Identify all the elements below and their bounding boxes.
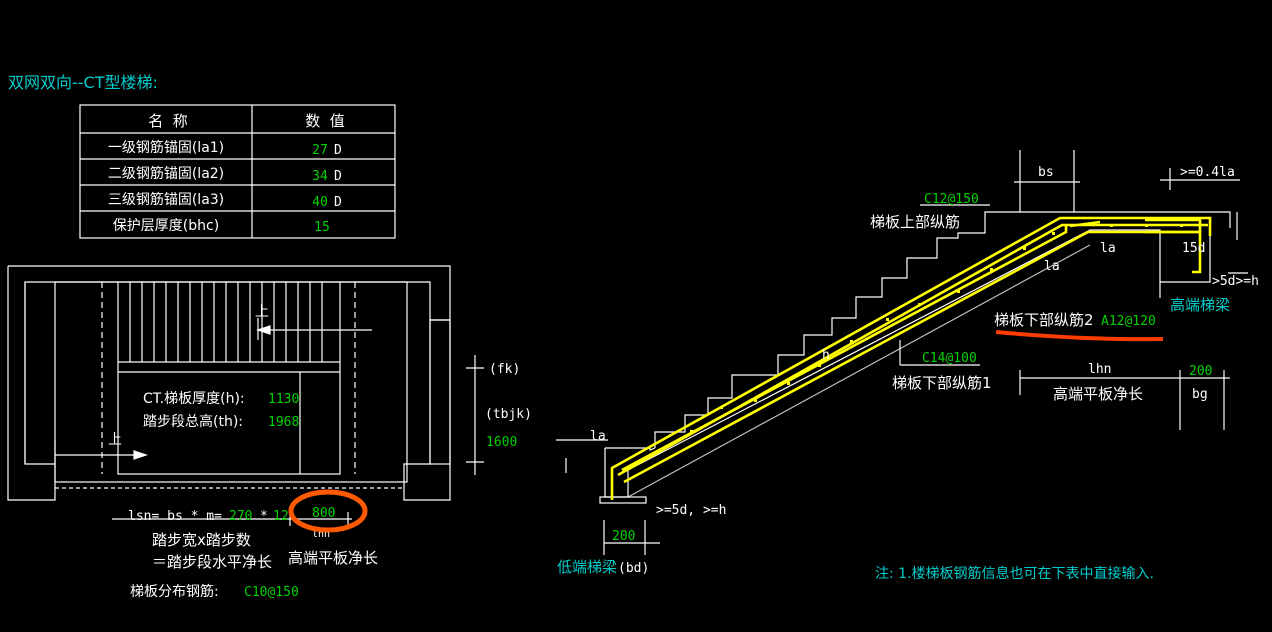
table-row-value[interactable]: 15 xyxy=(314,220,330,235)
d5h-left: >=5d, >=h xyxy=(656,503,726,518)
high-beam-label: 高端梯梁 xyxy=(1170,296,1230,314)
section-high-flat-label: 高端平板净长 xyxy=(1053,385,1143,403)
plan-note-line2: ＝踏步段水平净长 xyxy=(152,553,272,571)
table-row-name: 保护层厚度(bhc) xyxy=(113,218,219,234)
thickness-label: CT.梯板厚度(h): xyxy=(143,391,245,407)
times-sign: * xyxy=(260,509,268,524)
bs-label: bs xyxy=(1038,165,1054,180)
high-flat-label: 高端平板净长 xyxy=(288,549,378,567)
param-table xyxy=(79,104,396,239)
lsn-formula: lsn= bs * m= xyxy=(128,509,222,524)
tbjk-label: (tbjk) xyxy=(485,407,532,422)
tbjk-value[interactable]: 1600 xyxy=(486,435,517,450)
height-value[interactable]: 1968 xyxy=(268,415,299,430)
footnote: 注: 1.楼梯板钢筋信息也可在下表中直接输入. xyxy=(875,565,1154,582)
bd-label: (bd) xyxy=(618,561,649,576)
table-row-name: 一级钢筋锚固(la1) xyxy=(108,139,224,156)
lower-bar2-label: 梯板下部纵筋2 xyxy=(994,311,1094,329)
table-row-name: 二级钢筋锚固(la2) xyxy=(108,165,224,182)
la-top: la xyxy=(1100,241,1116,256)
rebar-dots xyxy=(690,224,1183,433)
table-row-value[interactable]: 34 xyxy=(312,169,328,184)
anchor-04la: >=0.4la xyxy=(1180,165,1235,180)
bd-value[interactable]: 200 xyxy=(612,529,635,544)
h-label: h xyxy=(822,348,830,363)
table-row-unit: D xyxy=(334,195,342,210)
lower-bar2-spec[interactable]: A12@120 xyxy=(1101,314,1156,329)
table-row-value[interactable]: 40 xyxy=(312,195,328,210)
thickness-value[interactable]: 1130 xyxy=(268,392,299,407)
la-left: la xyxy=(590,429,606,444)
bs-value[interactable]: 270 xyxy=(229,509,252,524)
bg-label: bg xyxy=(1192,387,1208,402)
table-header-name: 名 称 xyxy=(148,112,188,130)
upper-bar-label: 梯板上部纵筋 xyxy=(870,213,960,231)
d15-label: 15d xyxy=(1182,241,1205,256)
drawing-title: 双网双向--CT型楼梯: xyxy=(8,73,158,92)
lower-bar1-label: 梯板下部纵筋1 xyxy=(892,374,992,392)
stair-section-view xyxy=(556,150,1248,555)
m-value[interactable]: 12 xyxy=(273,509,289,524)
lhn-value[interactable]: 800 xyxy=(312,506,335,521)
up-label: 上 xyxy=(255,304,269,320)
la-mid: la xyxy=(1044,259,1060,274)
highlight-underline xyxy=(995,330,1164,342)
height-label: 踏步段总高(th): xyxy=(143,413,243,430)
up-label: 上 xyxy=(108,432,122,448)
lhn-label: lhn xyxy=(312,529,330,540)
rebar-lines xyxy=(610,216,1212,500)
bg-value[interactable]: 200 xyxy=(1189,364,1212,379)
table-row-unit: D xyxy=(334,143,342,158)
d5h-right: >5d>=h xyxy=(1212,274,1259,289)
upper-bar-spec[interactable]: C12@150 xyxy=(924,192,979,207)
dist-bar-label: 梯板分布钢筋: xyxy=(130,583,219,600)
plan-note-line1: 踏步宽x踏步数 xyxy=(152,531,251,549)
fk-label: (fk) xyxy=(489,362,520,377)
table-row-value[interactable]: 27 xyxy=(312,143,328,158)
dist-bar-value[interactable]: C10@150 xyxy=(244,585,299,600)
stair-plan-view xyxy=(7,265,484,526)
table-row-name: 三级钢筋锚固(la3) xyxy=(108,191,224,208)
highlight-circle xyxy=(288,489,368,533)
low-beam-label: 低端梯梁 xyxy=(557,558,617,576)
table-header-value: 数 值 xyxy=(305,112,345,130)
lower-bar1-spec[interactable]: C14@100 xyxy=(922,351,977,366)
table-row-unit: D xyxy=(334,169,342,184)
lhn-label: lhn xyxy=(1088,362,1111,377)
